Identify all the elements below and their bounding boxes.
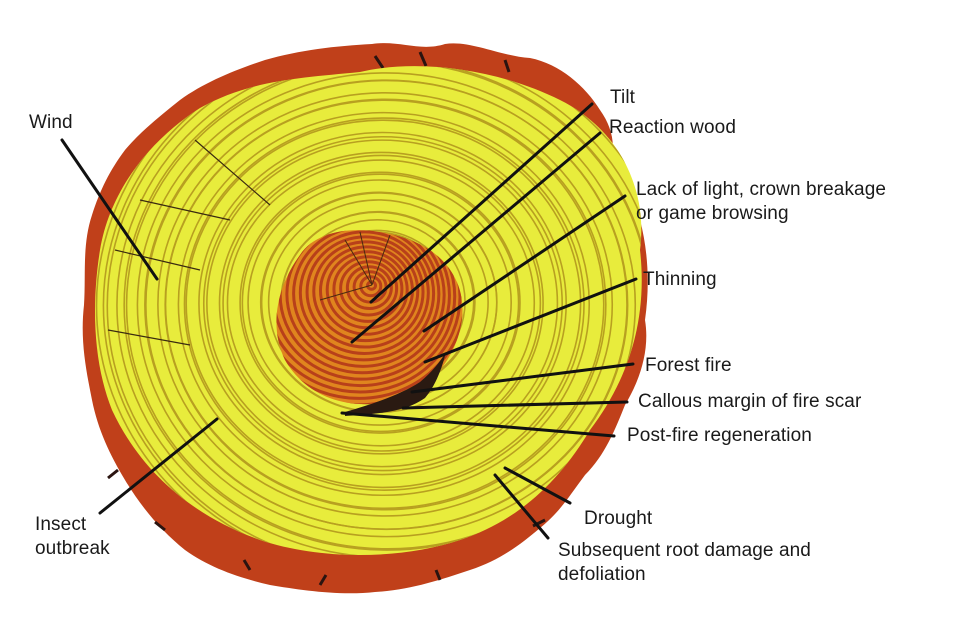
label-reaction-wood: Reaction wood: [609, 117, 736, 138]
growth-ring: [123, 66, 642, 551]
leader-reaction-wood: [350, 131, 602, 344]
sapwood: [95, 66, 642, 555]
growth-ring: [222, 154, 542, 452]
leader-wind: [60, 138, 159, 281]
leader-lack-of-light: [422, 194, 627, 333]
growth-ring: [185, 119, 582, 489]
growth-ring: [226, 159, 536, 447]
label-insect-line1: Insect: [35, 514, 87, 535]
leader-tilt: [369, 102, 594, 304]
reaction-wood-ring: [285, 230, 441, 368]
reaction-wood-ring: [339, 260, 399, 317]
reaction-wood-ring: [276, 230, 457, 388]
growth-ring: [241, 173, 520, 433]
growth-ring: [164, 98, 607, 511]
label-lack-of-light-line1: Lack of light, crown breakage: [636, 179, 887, 200]
label-thinning: Thinning: [643, 269, 717, 290]
growth-ring: [106, 66, 642, 555]
reaction-wood-ring: [332, 255, 404, 323]
reaction-wood-ring: [292, 230, 436, 362]
leader-root-damage: [493, 473, 550, 540]
leader-drought: [503, 466, 572, 505]
fire-scar: [345, 352, 446, 416]
label-lack-of-light-line2: or game browsing: [636, 203, 789, 224]
label-insect-outbreak: Insect outbreak: [35, 513, 110, 561]
label-tilt: Tilt: [610, 87, 636, 108]
growth-ring: [239, 171, 521, 434]
leader-insect: [98, 417, 219, 515]
growth-ring: [95, 66, 642, 555]
growth-ring: [125, 66, 642, 550]
growth-ring: [206, 139, 559, 468]
reaction-wood-ring: [276, 230, 462, 394]
reaction-wood-ring: [345, 265, 393, 311]
reaction-wood-ring: [276, 230, 463, 400]
label-lack-of-light: Lack of light, crown breakage or game br…: [636, 178, 886, 226]
label-forest-fire: Forest fire: [645, 355, 732, 376]
leader-forest-fire: [410, 362, 635, 394]
leader-thinning: [423, 277, 638, 364]
growth-ring: [218, 151, 544, 455]
reaction-wood-ring: [312, 240, 420, 343]
label-root-damage-line1: Subsequent root damage and: [558, 540, 811, 561]
label-root-damage: Subsequent root damage and defoliation: [558, 539, 811, 587]
leader-post-fire: [340, 411, 616, 438]
growth-ring: [157, 91, 614, 517]
label-callous-margin: Callous margin of fire scar: [638, 391, 862, 412]
growth-ring: [136, 72, 637, 538]
growth-ring: [202, 135, 563, 472]
growth-ring: [198, 131, 567, 476]
growth-ring: [247, 179, 512, 426]
reaction-wood-ring: [359, 275, 383, 298]
label-root-damage-line2: defoliation: [558, 564, 646, 585]
growth-ring: [145, 79, 629, 531]
growth-ring: [183, 117, 585, 491]
reaction-wood-ring: [276, 230, 451, 381]
label-insect-line2: outbreak: [35, 538, 110, 559]
reaction-wood-ring: [298, 230, 430, 355]
growth-ring: [116, 66, 642, 555]
growth-ring: [177, 111, 591, 497]
leader-callous-margin: [401, 400, 629, 410]
wind-cracks: [107, 139, 271, 346]
label-drought: Drought: [584, 508, 653, 529]
growth-ring: [102, 66, 642, 555]
label-wind: Wind: [29, 112, 73, 133]
leader-lines: [60, 102, 638, 540]
label-post-fire-regeneration: Post-fire regeneration: [627, 425, 812, 446]
reaction-wood-ring: [305, 235, 425, 349]
